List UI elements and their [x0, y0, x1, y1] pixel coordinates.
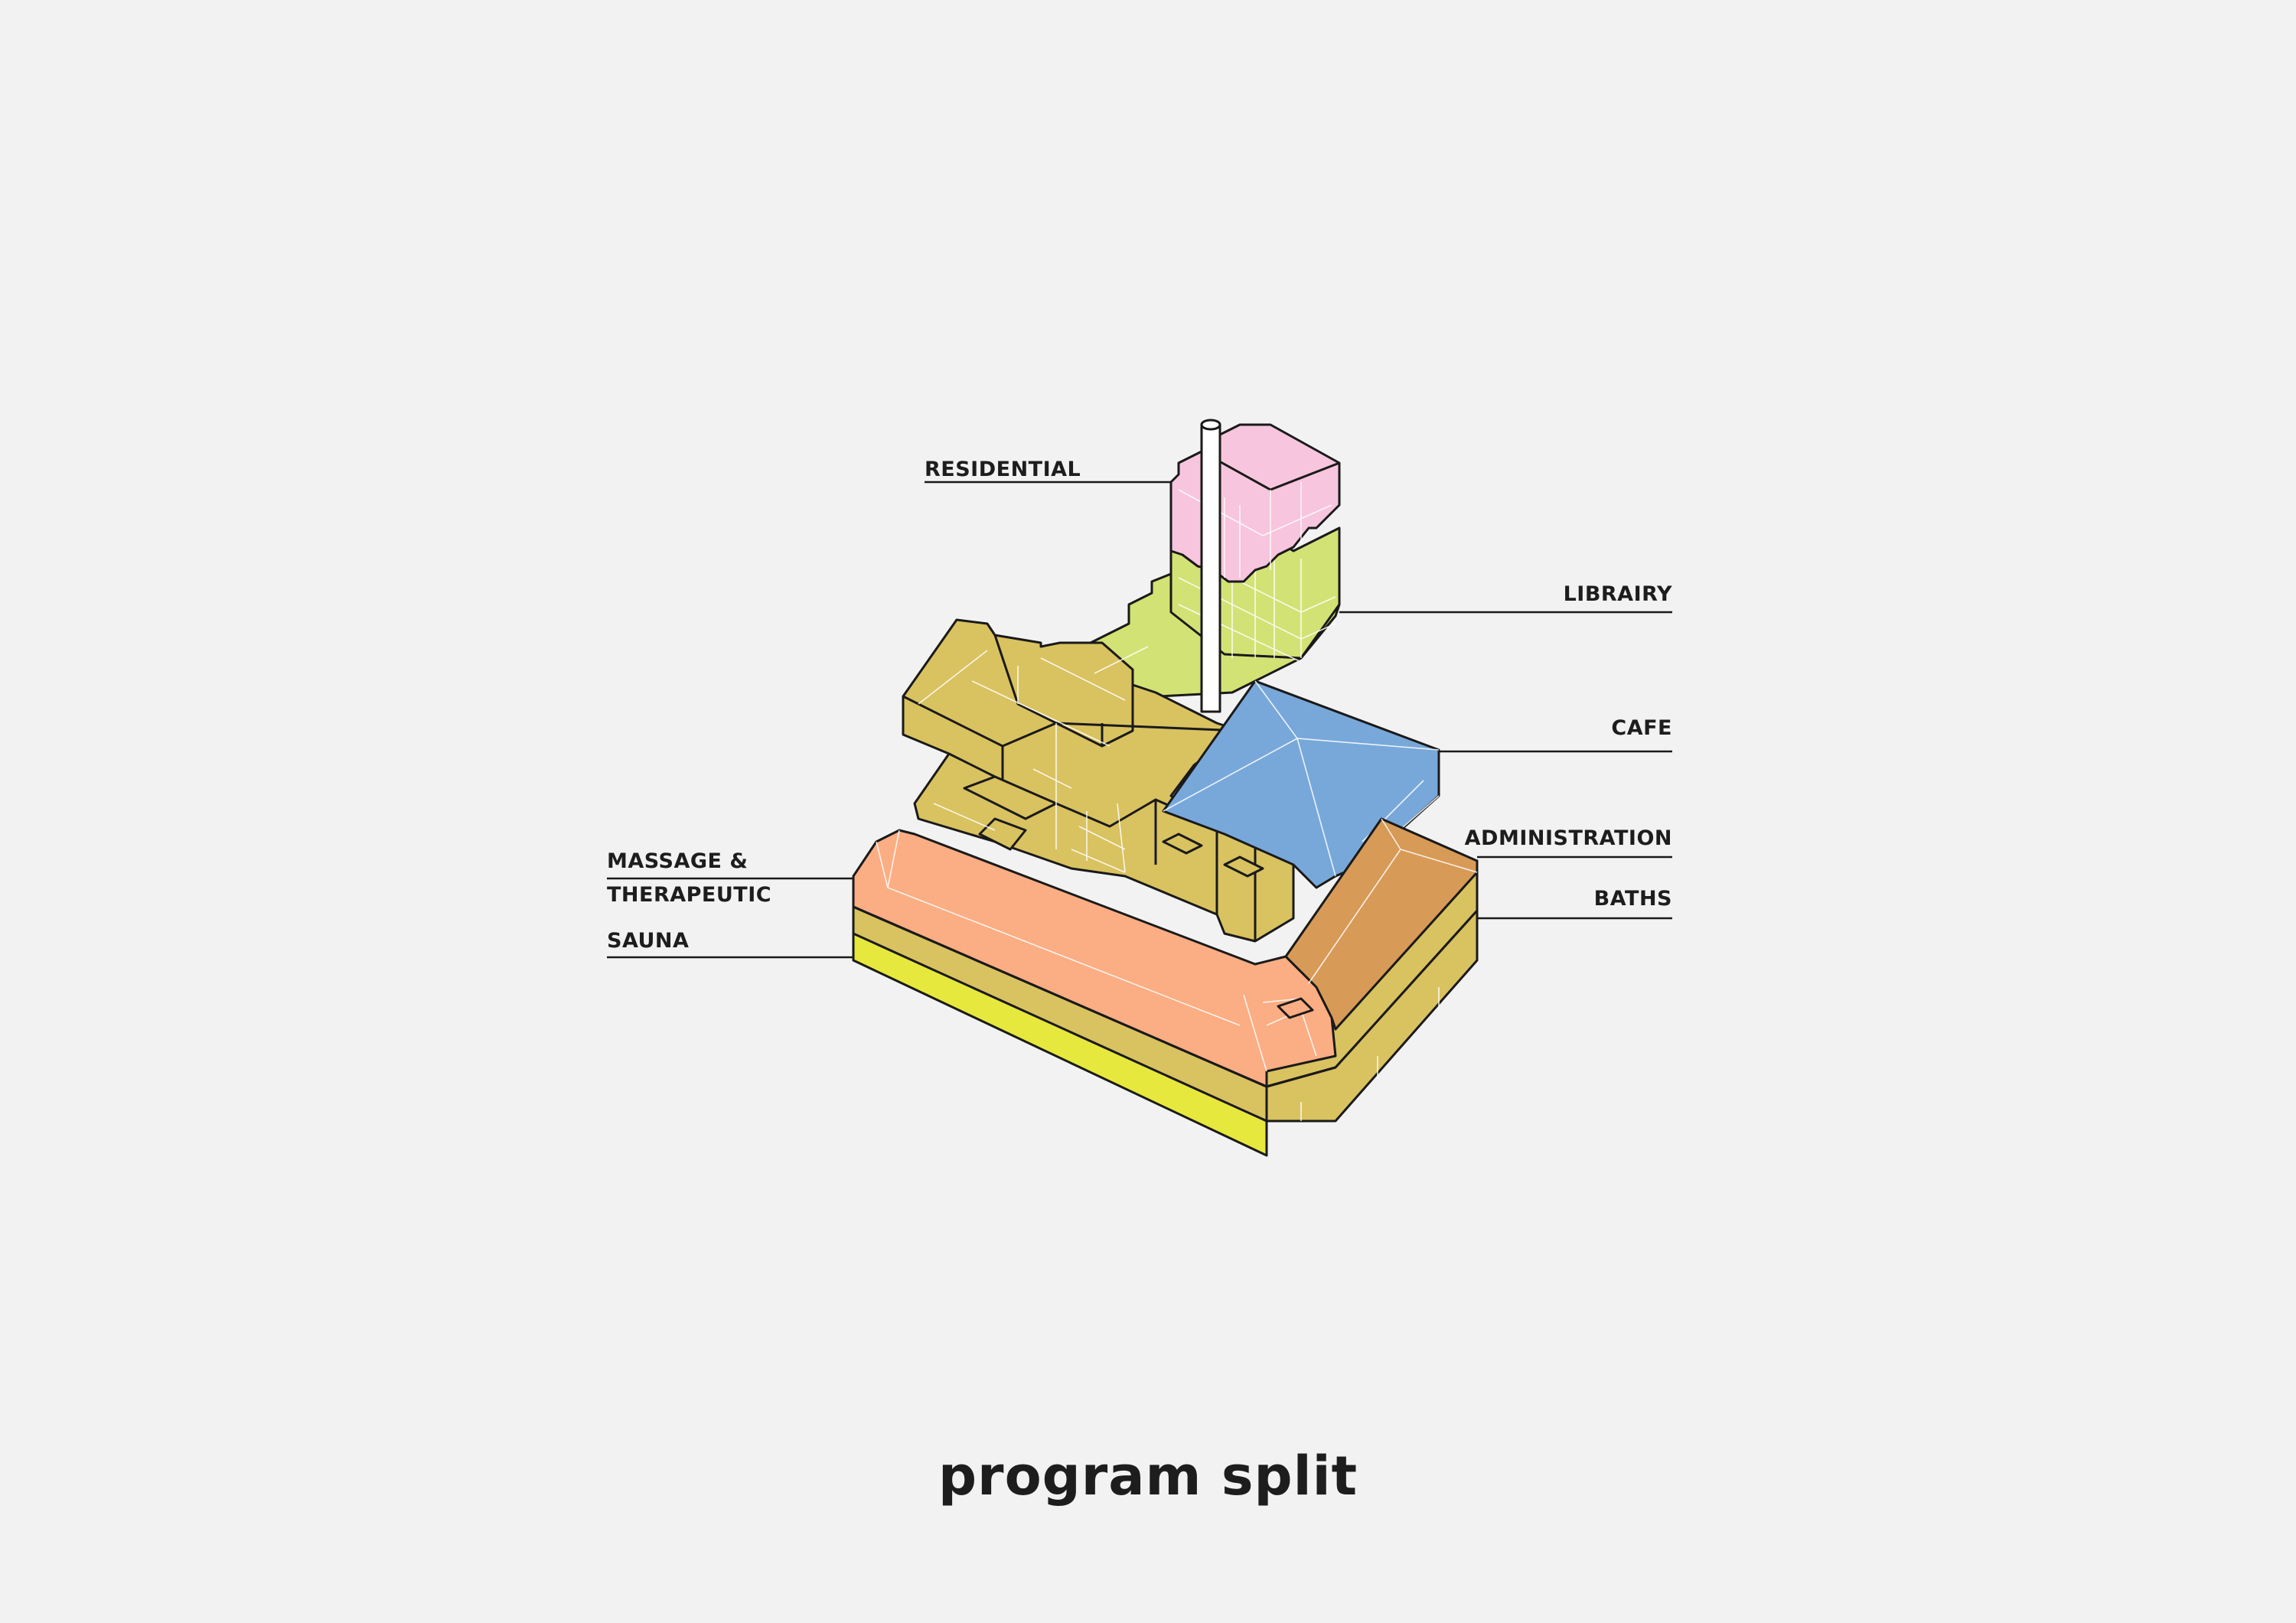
- chimney: [1200, 419, 1221, 713]
- administration-volume: [1284, 817, 1479, 1031]
- label-library: LIBRAIRY: [1564, 582, 1672, 606]
- label-baths: BATHS: [1594, 887, 1672, 911]
- label-administration: ADMINISTRATION: [1465, 826, 1672, 850]
- label-massage-line2: THERAPEUTIC: [607, 883, 771, 907]
- label-residential: RESIDENTIAL: [925, 458, 1081, 481]
- leader-lines: [607, 481, 1672, 959]
- sauna-volume: [852, 932, 1268, 1157]
- label-massage-line1: MASSAGE &: [607, 849, 748, 873]
- label-sauna: SAUNA: [607, 929, 689, 953]
- label-cafe: CAFE: [1611, 716, 1672, 740]
- diagram-caption: program split: [938, 1445, 1358, 1507]
